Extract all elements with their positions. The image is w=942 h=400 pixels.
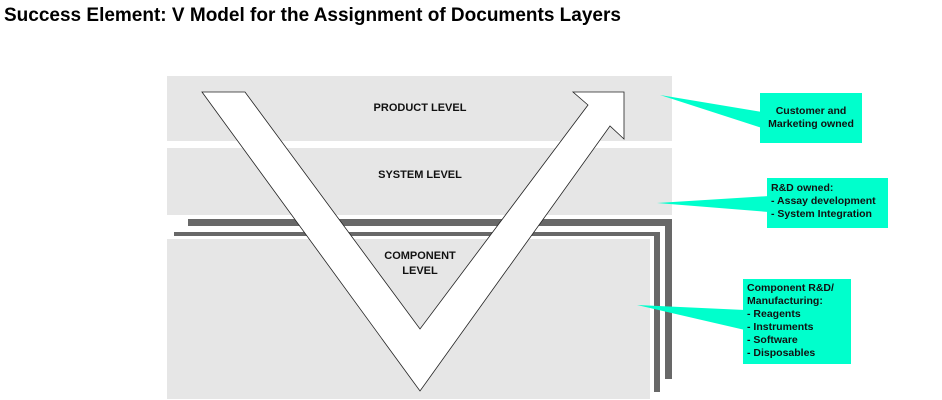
system-level-band (167, 148, 672, 215)
component-level-label-line2: LEVEL (402, 265, 438, 277)
callout-system-text: R&D owned: - Assay development - System … (771, 182, 876, 221)
callout-component-text: Component R&D/ Manufacturing: - Reagents… (747, 282, 834, 360)
product-level-label: PRODUCT LEVEL (373, 102, 467, 114)
callout-line: R&D owned: (771, 182, 834, 194)
callout-line: - System Integration (771, 208, 872, 220)
callout-line: - Reagents (747, 308, 801, 320)
callout-line: Marketing owned (768, 118, 854, 130)
callout-line: Manufacturing: (747, 295, 823, 307)
component-level-label-line1: COMPONENT (384, 250, 456, 262)
callout-line: Customer and (775, 105, 847, 117)
callout-product-text: Customer and Marketing owned (760, 105, 862, 131)
callout-box-system (767, 178, 888, 228)
v-arrow (201, 91, 625, 392)
component-level-label: COMPONENT LEVEL (330, 249, 510, 279)
callout-line: - Disposables (747, 347, 816, 359)
callout-box-product (760, 93, 862, 143)
callout-line: - Software (747, 334, 798, 346)
page-title: Success Element: V Model for the Assignm… (4, 5, 621, 26)
callout-line: - Instruments (747, 321, 814, 333)
system-level-label: SYSTEM LEVEL (378, 169, 462, 181)
callout-pointer-system (657, 196, 769, 212)
callout-line: - Assay development (771, 195, 876, 207)
callout-line: Component R&D/ (747, 282, 834, 294)
callout-pointer-component (637, 305, 745, 330)
callout-pointer-product (660, 95, 762, 128)
callout-box-component (743, 279, 851, 364)
